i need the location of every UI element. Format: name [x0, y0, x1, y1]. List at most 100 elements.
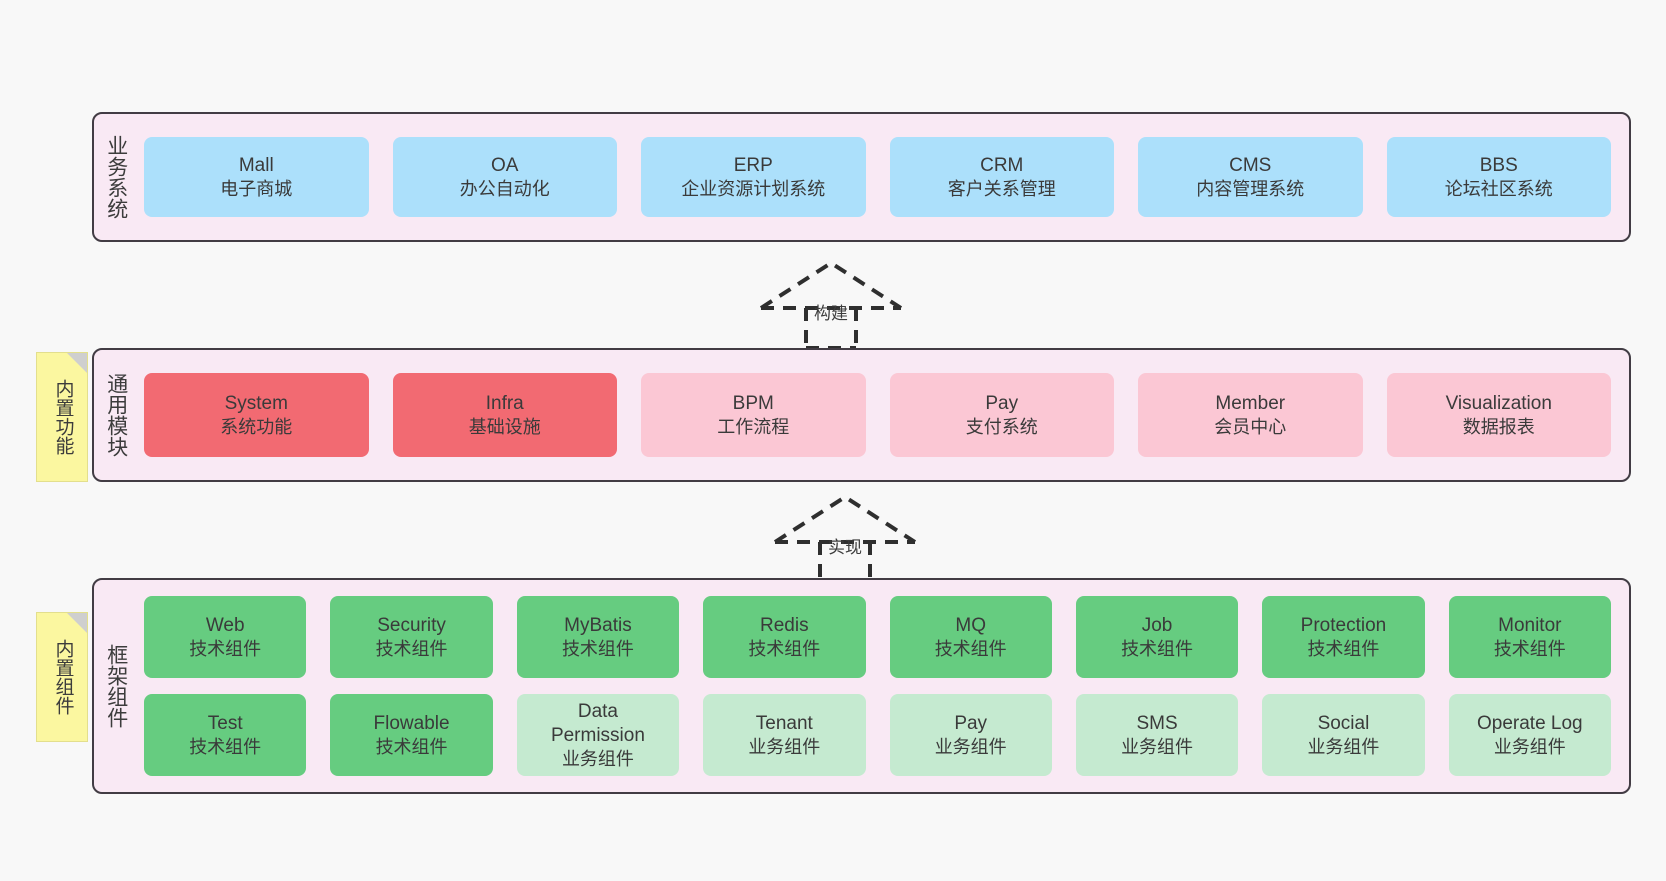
card-member[interactable]: Member 会员中心: [1138, 373, 1363, 457]
layer-body-common-module: System 系统功能 Infra 基础设施 BPM 工作流程 Pay 支付系统…: [138, 350, 1629, 480]
card-title: Visualization: [1445, 392, 1552, 414]
card-subtitle: 技术组件: [748, 638, 821, 659]
card-test[interactable]: Test 技术组件: [144, 694, 307, 776]
layer-body-business-system: Mall 电子商城 OA 办公自动化 ERP 企业资源计划系统 CRM 客户关系…: [138, 114, 1629, 240]
card-title: System: [224, 392, 288, 414]
card-subtitle: 业务组件: [1121, 736, 1194, 757]
card-subtitle: 内容管理系统: [1196, 178, 1305, 199]
card-subtitle: 系统功能: [220, 416, 293, 437]
card-title: MQ: [955, 614, 986, 636]
card-title: CMS: [1229, 154, 1272, 176]
row-technical-components: Web 技术组件 Security 技术组件 MyBatis 技术组件 Redi…: [144, 596, 1611, 678]
card-subtitle: 业务组件: [934, 736, 1007, 757]
card-subtitle: 电子商城: [220, 178, 293, 199]
arrow-head-triangle: [759, 260, 903, 310]
card-mq[interactable]: MQ 技术组件: [889, 596, 1052, 678]
card-subtitle: 业务组件: [561, 748, 634, 769]
card-subtitle: 基础设施: [468, 416, 541, 437]
card-title: Security: [377, 614, 446, 636]
card-title: OA: [491, 154, 519, 176]
card-mall[interactable]: Mall 电子商城: [144, 137, 369, 217]
card-subtitle: 办公自动化: [459, 178, 550, 199]
card-pay[interactable]: Pay 支付系统: [889, 373, 1114, 457]
card-pay-business[interactable]: Pay 业务组件: [889, 694, 1052, 776]
card-title: Flowable: [373, 712, 450, 734]
card-subtitle: 会员中心: [1214, 416, 1287, 437]
card-subtitle: 业务组件: [748, 736, 821, 757]
card-title: BPM: [732, 392, 774, 414]
card-protection[interactable]: Protection 技术组件: [1262, 596, 1425, 678]
card-subtitle: 技术组件: [1493, 638, 1566, 659]
card-title: Infra: [485, 392, 524, 414]
card-subtitle: 技术组件: [1121, 638, 1194, 659]
card-title: Operate Log: [1476, 712, 1583, 734]
card-system[interactable]: System 系统功能: [144, 373, 369, 457]
card-infra[interactable]: Infra 基础设施: [392, 373, 617, 457]
card-title: Redis: [760, 614, 809, 636]
card-cms[interactable]: CMS 内容管理系统: [1138, 137, 1363, 217]
card-operate-log[interactable]: Operate Log 业务组件: [1448, 694, 1611, 776]
layer-framework-component: 框架组件 Web 技术组件 Security 技术组件 MyBatis 技术组件…: [92, 578, 1631, 794]
card-security[interactable]: Security 技术组件: [330, 596, 493, 678]
card-subtitle: 技术组件: [1307, 638, 1380, 659]
card-subtitle: 数据报表: [1462, 416, 1535, 437]
layer-title-framework-component: 框架组件: [104, 644, 128, 728]
card-monitor[interactable]: Monitor 技术组件: [1448, 596, 1611, 678]
note-label: 内置组件: [52, 639, 74, 715]
layer-title-business-system: 业务系统: [104, 135, 128, 219]
card-social[interactable]: Social 业务组件: [1262, 694, 1425, 776]
card-title: Pay: [985, 392, 1019, 414]
card-tenant[interactable]: Tenant 业务组件: [703, 694, 866, 776]
card-title: Social: [1317, 712, 1370, 734]
card-job[interactable]: Job 技术组件: [1075, 596, 1239, 678]
card-subtitle: 支付系统: [965, 416, 1038, 437]
card-title: Protection: [1300, 614, 1387, 636]
card-title: CRM: [980, 154, 1024, 176]
connector-implement-label: 实现: [828, 538, 862, 557]
note-builtin-functions: 内置功能: [36, 352, 88, 482]
card-sms[interactable]: SMS 业务组件: [1075, 694, 1239, 776]
card-erp[interactable]: ERP 企业资源计划系统: [641, 137, 866, 217]
card-subtitle: 技术组件: [189, 638, 262, 659]
card-bbs[interactable]: BBS 论坛社区系统: [1386, 137, 1611, 217]
arrow-head-triangle: [773, 494, 917, 544]
card-subtitle: 技术组件: [189, 736, 262, 757]
card-mybatis[interactable]: MyBatis 技术组件: [516, 596, 680, 678]
card-subtitle: 论坛社区系统: [1444, 178, 1553, 199]
card-title: Test: [207, 712, 243, 734]
card-subtitle: 技术组件: [561, 638, 634, 659]
note-fold-icon: [67, 353, 87, 373]
card-subtitle: 企业资源计划系统: [681, 178, 826, 199]
layer-title-common-module: 通用模块: [104, 373, 128, 457]
row-common-modules: System 系统功能 Infra 基础设施 BPM 工作流程 Pay 支付系统…: [144, 373, 1611, 457]
card-data-permission[interactable]: Data Permission 业务组件: [516, 694, 680, 776]
card-flowable[interactable]: Flowable 技术组件: [330, 694, 493, 776]
card-subtitle: 技术组件: [375, 638, 448, 659]
card-title: ERP: [733, 154, 773, 176]
card-subtitle: 业务组件: [1493, 736, 1566, 757]
row-business-systems: Mall 电子商城 OA 办公自动化 ERP 企业资源计划系统 CRM 客户关系…: [144, 137, 1611, 217]
card-redis[interactable]: Redis 技术组件: [703, 596, 866, 678]
note-label: 内置功能: [52, 379, 74, 455]
card-subtitle: 技术组件: [375, 736, 448, 757]
card-title: SMS: [1136, 712, 1178, 734]
card-oa[interactable]: OA 办公自动化: [392, 137, 617, 217]
card-subtitle: 工作流程: [717, 416, 790, 437]
card-title: Monitor: [1498, 614, 1562, 636]
connector-build-label: 构建: [814, 304, 848, 323]
card-title: MyBatis: [564, 614, 632, 636]
card-bpm[interactable]: BPM 工作流程: [641, 373, 866, 457]
layer-business-system: 业务系统 Mall 电子商城 OA 办公自动化 ERP 企业资源计划系统 CRM…: [92, 112, 1631, 242]
card-title: Job: [1141, 614, 1173, 636]
card-subtitle: 客户关系管理: [947, 178, 1056, 199]
note-fold-icon: [67, 613, 87, 633]
card-crm[interactable]: CRM 客户关系管理: [889, 137, 1114, 217]
card-visualization[interactable]: Visualization 数据报表: [1386, 373, 1611, 457]
card-title: Mall: [238, 154, 274, 176]
connector-implement: 实现: [770, 492, 920, 584]
card-title: Web: [205, 614, 245, 636]
card-title: Data Permission: [550, 701, 645, 746]
card-subtitle: 业务组件: [1307, 736, 1380, 757]
card-web[interactable]: Web 技术组件: [144, 596, 307, 678]
